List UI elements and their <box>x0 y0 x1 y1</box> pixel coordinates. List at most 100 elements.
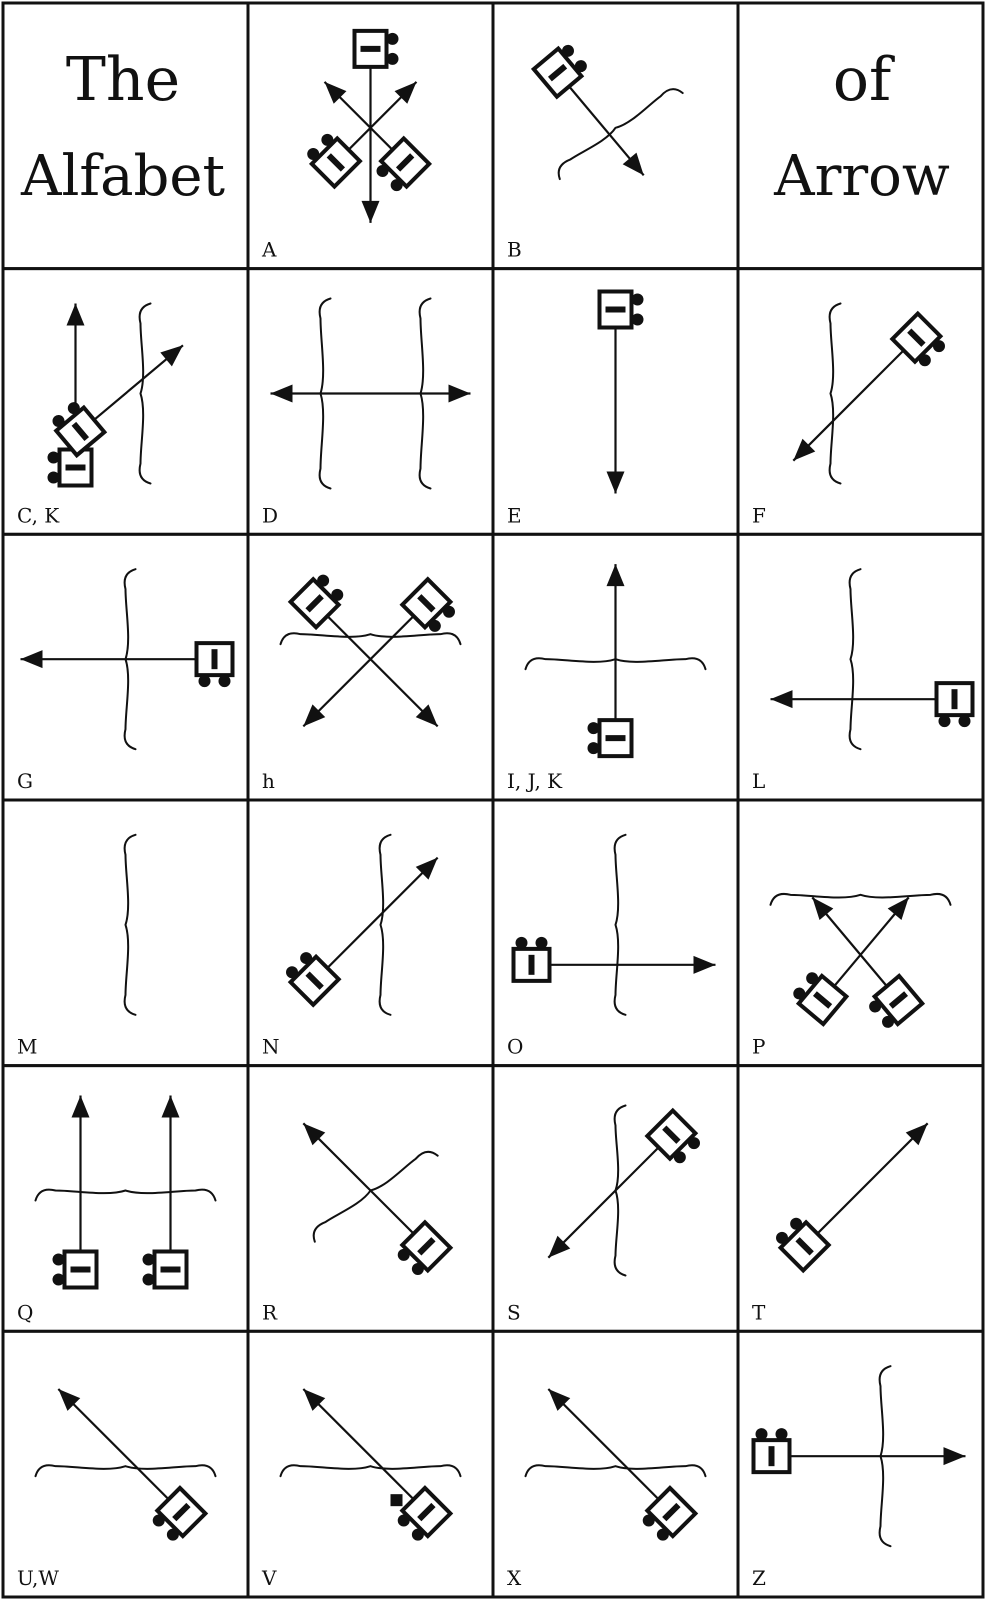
cell-o-label: O <box>507 1035 523 1059</box>
cell-g-arrow-0 <box>20 641 235 688</box>
cell-l-label: L <box>752 769 765 793</box>
cell-h-arrow-1-fletch-knob-b <box>442 605 455 618</box>
cell-q-arrow-1-fletch-knob-a <box>142 1253 155 1266</box>
grid-cell-r1-c3 <box>736 267 985 536</box>
cell-a-arrow-0-head <box>361 200 380 223</box>
cell-l-arrow-0-fletch-core <box>951 689 958 710</box>
cell-g-arrow-0-fletch-core <box>211 649 218 670</box>
cell-b-bow-0 <box>557 88 684 181</box>
cell-u-w-label: U,W <box>17 1566 59 1590</box>
cell-i-j-k-label: I, J, K <box>507 769 563 793</box>
cell-f <box>792 302 945 485</box>
cell-a-arrow-1-head <box>394 81 417 104</box>
cell-p-bow-0-curve <box>769 892 952 906</box>
cell-q-arrow-0 <box>52 1095 99 1290</box>
cell-a-arrow-0-fletch <box>352 28 399 69</box>
cell-c-k-label: C, K <box>17 503 60 527</box>
cell-f-arrow-0-fletch-knob-b <box>932 340 945 353</box>
cell-c-k-arrow-1-head <box>160 345 183 367</box>
cell-q-arrow-0-fletch-core <box>70 1266 91 1273</box>
cell-q-arrow-1-fletch-core <box>160 1266 181 1273</box>
cell-c-k-arrow-0-fletch-wrap <box>47 447 94 488</box>
cell-u-w-arrow-0-fletch-core <box>172 1502 191 1522</box>
cell-n-arrow-0-fletch <box>286 952 342 1008</box>
cell-i-j-k-arrow-0-fletch-knob-b <box>587 742 600 755</box>
cell-x-arrow-0 <box>547 1388 699 1541</box>
cell-c-k-arrow-0-head <box>66 303 85 326</box>
cell-s <box>547 1104 700 1277</box>
cell-a-arrow-0 <box>352 28 399 223</box>
cell-q-arrow-1-fletch <box>142 1249 189 1290</box>
cell-m-label: M <box>17 1035 37 1059</box>
cell-r-label: R <box>262 1300 278 1324</box>
cell-h-arrow-1 <box>302 576 455 728</box>
cell-f-arrow-0-fletch-wrap <box>889 310 945 367</box>
cell-q-arrow-0-fletch <box>52 1249 99 1290</box>
title-right: of Arrow <box>773 45 950 209</box>
grid-cell-r3-c1 <box>246 798 495 1068</box>
cell-p-arrow-0-fletch-knob-b <box>793 987 806 1000</box>
cell-s-arrow-0-fletch-knob-b <box>687 1137 700 1150</box>
cell-s-label: S <box>507 1300 521 1324</box>
cell-g-arrow-0-fletch <box>194 641 235 688</box>
cell-b <box>530 44 684 181</box>
grid-cell-r2-c1 <box>246 532 495 802</box>
title-left-line2: Alfabet <box>20 144 225 209</box>
cell-m-bow-0 <box>123 833 137 1016</box>
cell-t-arrow-0-fletch-wrap <box>776 1217 832 1274</box>
cell-z-label: Z <box>752 1566 766 1590</box>
cell-x-arrow-0-fletch <box>642 1485 699 1541</box>
cell-p-label: P <box>752 1035 765 1059</box>
cell-l-bow-0-curve <box>848 568 862 751</box>
cell-q-arrow-1 <box>142 1095 189 1290</box>
cell-a-arrow-2-fletch-knob-b <box>390 179 403 192</box>
cell-p-arrow-1-fletch-knob-a <box>869 1000 882 1013</box>
cell-t-arrow-0 <box>776 1122 929 1274</box>
grid-cell-r1-c1 <box>246 267 495 536</box>
cell-h-arrow-1-fletch <box>399 576 455 632</box>
cell-f-arrow-0 <box>792 310 945 462</box>
cell-h-arrow-0-fletch-wrap <box>287 574 344 631</box>
cell-s-arrow-0-fletch-wrap <box>644 1107 700 1164</box>
cell-h-arrow-0-fletch-knob-b <box>317 574 330 587</box>
cell-e-label: E <box>507 503 522 527</box>
cell-l <box>770 568 975 751</box>
cell-a-arrow-0-fletch-core <box>360 45 381 52</box>
cell-d-label: D <box>262 503 278 527</box>
cell-a-arrow-1-fletch-core <box>326 153 346 172</box>
cell-p-arrow-1-head <box>812 897 834 921</box>
cell-d-arrow-0-head <box>448 384 471 403</box>
cell-o-bow-0-curve <box>613 833 627 1016</box>
cell-g <box>20 568 235 751</box>
grid-cell-r3-c2 <box>491 798 740 1068</box>
cell-c-k-arrow-0-fletch-knob-b <box>47 471 60 484</box>
cell-o-arrow-0-fletch-core <box>528 954 535 975</box>
cell-e-arrow-0-fletch-knob-a <box>631 313 644 326</box>
grid-cell-r5-c1 <box>246 1329 495 1599</box>
cell-z-arrow-0-fletch <box>751 1428 792 1475</box>
cell-r-arrow-0-fletch-wrap <box>397 1219 454 1275</box>
cell-a-arrow-2-fletch-wrap <box>376 135 433 192</box>
cell-z-arrow-0-fletch-core <box>768 1446 775 1467</box>
cell-u-w-arrow-0-head <box>58 1388 81 1411</box>
title-left: The Alfabet <box>20 45 225 209</box>
cell-i-j-k-arrow-0-fletch-wrap <box>587 718 634 759</box>
cell-o-arrow-0-fletch <box>511 936 552 983</box>
cell-i-j-k-arrow-0-head <box>606 564 625 587</box>
cell-v-arrow-0-head <box>303 1388 326 1411</box>
cell-r-arrow-0-fletch-knob-b <box>411 1262 424 1275</box>
cell-t-label: T <box>752 1300 766 1324</box>
cell-f-arrow-0-fletch <box>889 310 945 367</box>
cell-v-arrow-0-fletch-knob-b <box>411 1528 424 1541</box>
cell-q-arrow-0-head <box>71 1095 90 1118</box>
cell-c-k-bow-0-curve <box>138 302 152 485</box>
cell-l-arrow-0-fletch-knob-a <box>938 715 951 728</box>
cell-x-label: X <box>507 1566 522 1590</box>
cell-m-bow-0-curve <box>123 833 137 1016</box>
cell-f-arrow-0-head <box>793 438 816 461</box>
cell-o-arrow-0-fletch-wrap <box>511 936 552 983</box>
cell-o-bow-0 <box>613 833 627 1016</box>
cell-s-arrow-0-head <box>548 1235 571 1258</box>
cell-q-bow-0-curve <box>34 1188 217 1202</box>
cell-c-k-arrow-1-fletch-knob-a <box>67 402 80 415</box>
